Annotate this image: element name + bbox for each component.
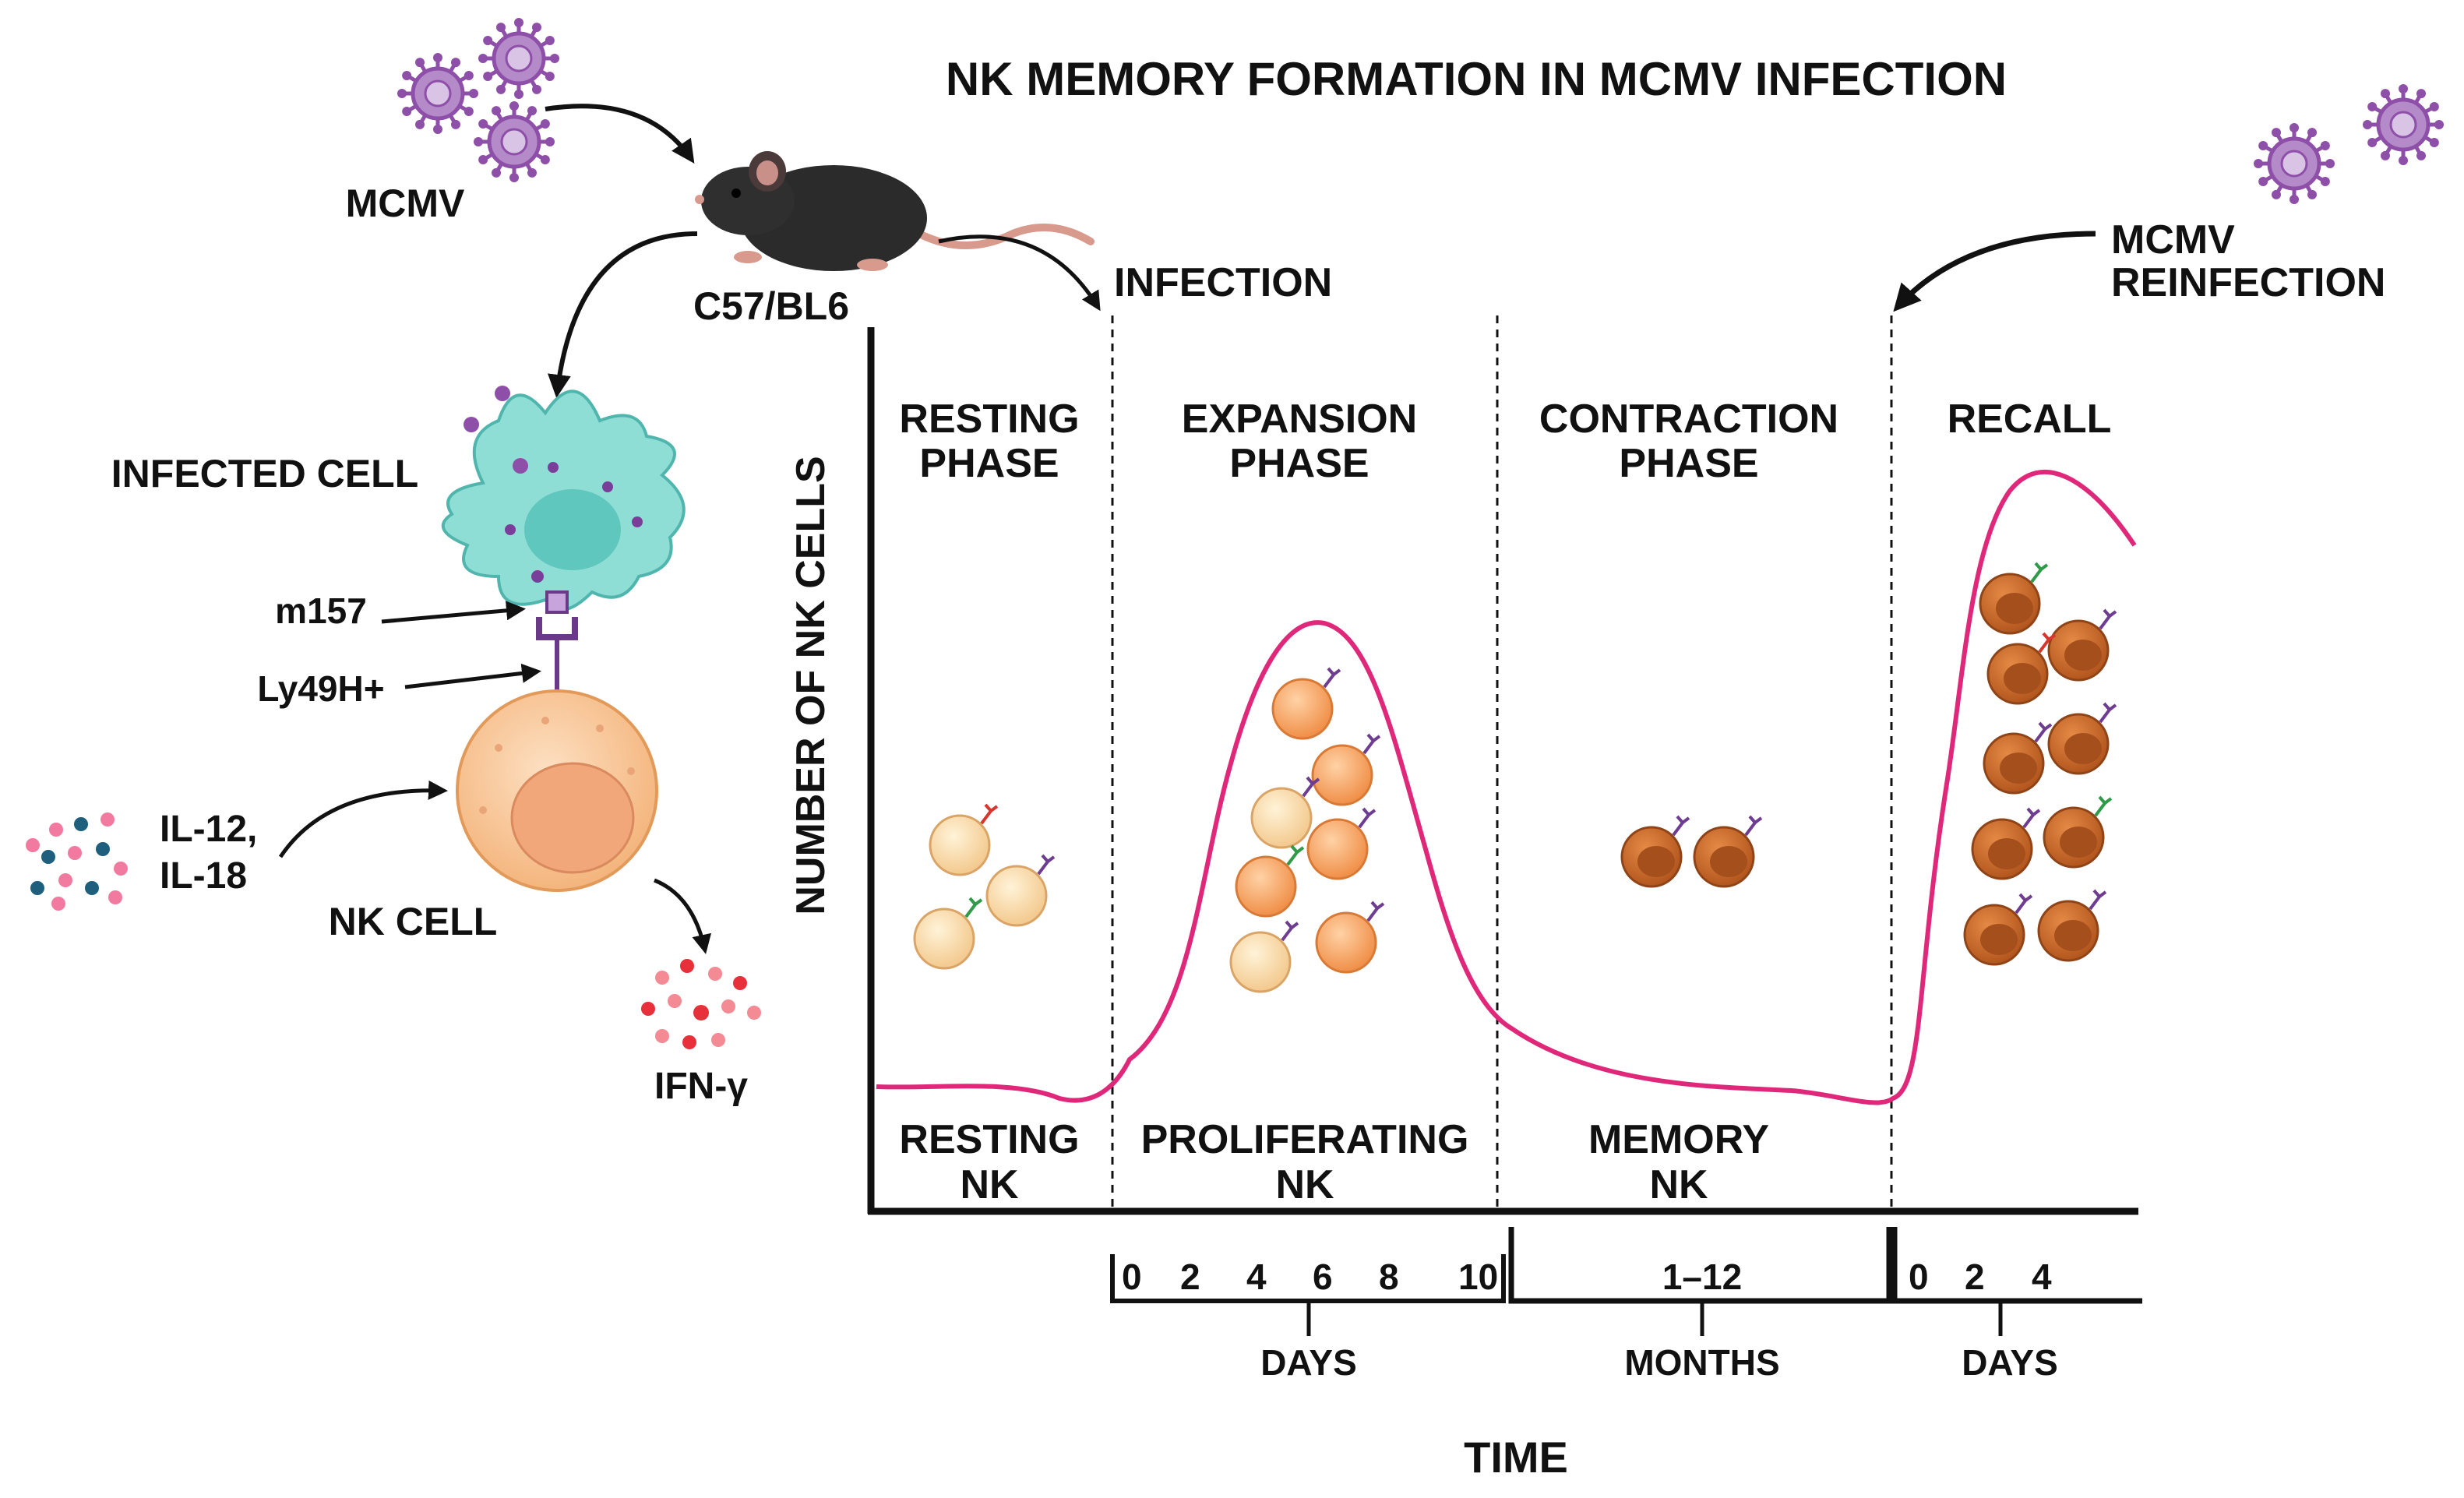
ifn-arrow [654, 878, 712, 954]
timeline-day-tick: 0 [1909, 1257, 1929, 1297]
timeline-day-tick: 2 [1965, 1257, 1985, 1297]
reinfection-virus-icon [2254, 84, 2444, 204]
reinfection-label-line2: REINFECTION [2111, 260, 2385, 305]
recall-nk-cells [1963, 562, 2117, 966]
y-axis-label: NUMBER OF NK CELLS [788, 456, 834, 915]
ly49h-arrow [404, 663, 541, 689]
reinfection-arrow [1893, 231, 2096, 312]
cytokine-label-line2: IL-18 [160, 855, 247, 897]
infected-cell-label: INFECTED CELL [111, 452, 418, 495]
cell-type-label-line1: RESTING [899, 1117, 1079, 1162]
nk-cell-glyph [2047, 702, 2117, 775]
timeline-day-tick: 10 [1458, 1257, 1498, 1297]
nk-cell-glyph [1983, 721, 2053, 795]
phase-title-line1: EXPANSION [1182, 397, 1417, 442]
nk-cell-icon [456, 689, 658, 892]
mcmv-label: MCMV [346, 182, 465, 225]
cell-type-label-line2: NK [1649, 1162, 1708, 1207]
m157-arrow [381, 601, 526, 624]
nk-cell-glyph [1271, 667, 1341, 740]
cytokine-label-line1: IL-12, [160, 809, 257, 850]
nk-cell-glyph [1315, 901, 1385, 974]
timeline-day-tick: 6 [1313, 1257, 1333, 1297]
phase-title-line1: RESTING [899, 397, 1079, 442]
phase-title-line2: PHASE [1619, 441, 1758, 486]
nk-count-curve [876, 469, 2137, 1105]
timeline-day-tick: 4 [1246, 1257, 1267, 1297]
cell-type-label-line2: NK [1275, 1162, 1334, 1207]
nk-cell-glyph [1963, 893, 2033, 966]
mouse-to-infection-arrow [938, 234, 1101, 312]
ifn-label: IFN-γ [654, 1066, 748, 1107]
nk-cell-glyph [2037, 889, 2107, 962]
mouse-strain-label: C57/BL6 [693, 284, 849, 328]
diagram-title: NK MEMORY FORMATION IN MCMV INFECTION [946, 53, 2007, 105]
infected-cell-icon [441, 389, 686, 612]
cell-type-label-line2: NK [960, 1162, 1019, 1207]
nk-cell-glyph [2047, 608, 2117, 682]
ifn-dots-icon [641, 959, 761, 1049]
nk-cell-glyph [985, 854, 1056, 927]
nk-cell-glyph [1250, 776, 1320, 849]
timeline-day-tick: 2 [1180, 1257, 1200, 1297]
resting-nk-cells [913, 803, 1056, 970]
timeline-day-tick: 4 [2032, 1257, 2052, 1297]
phase-title-line1: RECALL [1948, 397, 2112, 442]
phase-title-line1: CONTRACTION [1539, 397, 1838, 442]
chart-area: NUMBER OF NK CELLS RESTING PHASE EXPANSI… [788, 315, 2138, 1215]
timeline-days-label: DAYS [1962, 1342, 2058, 1383]
mcmv-virus-icon [397, 18, 559, 182]
timeline-days-bracket [1891, 1227, 2142, 1304]
nk-cell-glyph [929, 803, 999, 876]
reinfection-label-line1: MCMV [2111, 217, 2235, 263]
cell-type-label-line1: PROLIFERATING [1141, 1117, 1469, 1162]
small-virus-icon [464, 386, 528, 474]
nk-cell-glyph [1986, 632, 2057, 705]
nk-cell-glyph [2043, 795, 2113, 869]
x-axis-label: TIME [1464, 1433, 1568, 1482]
nk-cell-glyph [1306, 807, 1377, 880]
nk-cell-glyph [1693, 815, 1763, 888]
nk-cell-glyph [1971, 807, 2041, 880]
mouse-to-cell-arrow [548, 231, 698, 398]
mcmv-to-mouse-arrow [545, 104, 695, 164]
nk-cell-glyph [913, 897, 983, 970]
phase-title-line2: PHASE [1229, 441, 1369, 486]
nk-cell-glyph [1229, 920, 1299, 993]
phase-title-line2: PHASE [919, 441, 1059, 486]
nk-cell-glyph [1979, 562, 2049, 635]
memory-nk-cells [1620, 815, 1763, 888]
timeline-days-bracket [1110, 1254, 1506, 1303]
proliferating-nk-cells [1229, 667, 1385, 993]
infection-label: INFECTION [1114, 260, 1332, 305]
cell-type-label-line1: MEMORY [1588, 1117, 1769, 1162]
timeline-days-label: DAYS [1260, 1342, 1357, 1383]
cytokine-dots-icon [26, 812, 128, 911]
cytokine-arrow [278, 780, 448, 858]
nk-cell-glyph [1620, 815, 1690, 888]
nk-cell-glyph [1235, 844, 1305, 918]
nk-cell-label: NK CELL [329, 900, 498, 943]
timeline-day-tick: 0 [1122, 1257, 1142, 1297]
receptor-icon [536, 590, 578, 693]
mouse-icon [695, 151, 1095, 271]
m157-label: m157 [275, 590, 367, 631]
nk-cell-glyph [1311, 733, 1381, 806]
ly49h-label: Ly49H+ [257, 668, 384, 709]
timeline-months-tick: 1–12 [1662, 1257, 1742, 1297]
timeline-day-tick: 8 [1379, 1257, 1399, 1297]
timeline-months-label: MONTHS [1624, 1342, 1779, 1383]
